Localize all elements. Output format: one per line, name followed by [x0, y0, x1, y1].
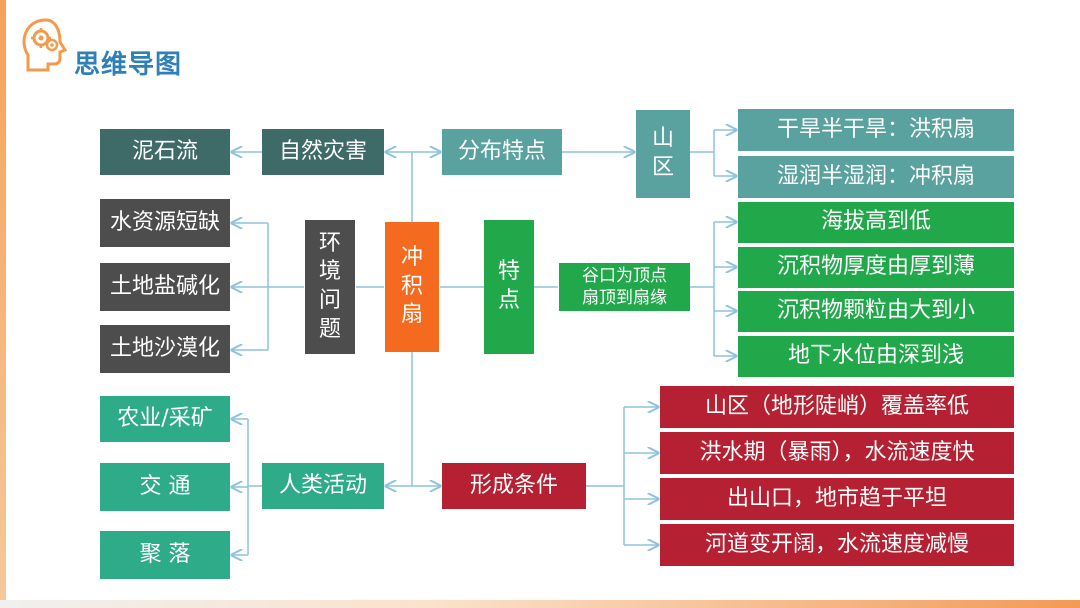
features-mid-node: 谷口为顶点 扇顶到扇缘: [559, 263, 690, 311]
page-title: 思维导图: [74, 50, 183, 80]
left-accent-bar: [0, 0, 6, 608]
env-item-salinization: 土地盐碱化: [100, 263, 230, 311]
human-item-agriculture-mining: 农业/采矿: [100, 396, 230, 442]
formation-item-flood-period: 洪水期（暴雨），水流速度快: [660, 432, 1014, 474]
formation-node: 形成条件: [442, 463, 586, 509]
distribution-item-humid: 湿润半湿润：冲积扇: [738, 156, 1014, 198]
feature-item-grain-size: 沉积物颗粒由大到小: [738, 291, 1014, 332]
env-item-desertification: 土地沙漠化: [100, 325, 230, 373]
head-gears-icon: [22, 18, 68, 72]
mountain-region-node: 山区: [636, 110, 690, 198]
feature-item-thickness: 沉积物厚度由厚到薄: [738, 247, 1014, 288]
distribution-node: 分布特点: [442, 129, 562, 175]
feature-item-altitude: 海拔高到低: [738, 202, 1014, 243]
center-node: 冲积扇: [385, 222, 439, 352]
distribution-item-arid: 干旱半干旱：洪积扇: [738, 109, 1014, 151]
natural-disaster-node: 自然灾害: [262, 129, 384, 175]
formation-item-channel-widening: 河道变开阔，水流速度减慢: [660, 524, 1014, 566]
feature-item-groundwater: 地下水位由深到浅: [738, 336, 1014, 377]
human-item-transport: 交 通: [100, 463, 230, 511]
env-item-water-shortage: 水资源短缺: [100, 199, 230, 247]
human-item-settlement: 聚 落: [100, 531, 230, 579]
human-activity-node: 人类活动: [262, 463, 384, 509]
formation-item-steep-terrain: 山区（地形陡峭）覆盖率低: [660, 386, 1014, 428]
mudflow-node: 泥石流: [100, 129, 230, 175]
environment-problem-node: 环境问题: [305, 220, 355, 354]
features-node: 特点: [484, 220, 534, 354]
bottom-gradient-band: [0, 600, 1080, 608]
formation-item-mountain-exit: 出山口，地市趋于平坦: [660, 478, 1014, 520]
